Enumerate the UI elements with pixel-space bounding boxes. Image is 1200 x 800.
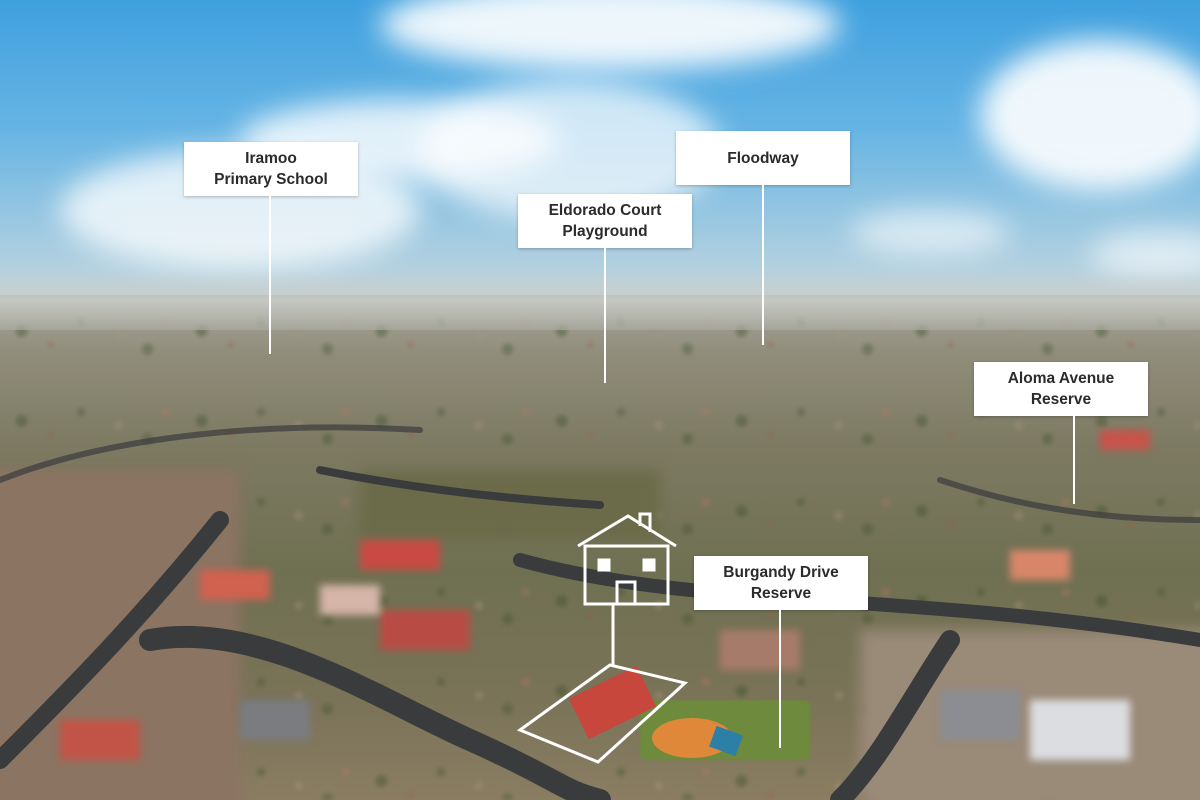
road-diagonal-foreground xyxy=(139,625,611,800)
roof xyxy=(1100,430,1150,450)
roof xyxy=(380,610,470,650)
roof xyxy=(60,720,140,760)
pin-burgandy xyxy=(779,610,781,748)
cloud xyxy=(380,0,840,70)
cloud xyxy=(850,210,1010,255)
horizon-haze xyxy=(0,270,1200,330)
roof xyxy=(720,630,800,670)
pin-aloma xyxy=(1073,416,1075,504)
pin-floodway xyxy=(762,185,764,345)
roof xyxy=(320,585,380,615)
cloud xyxy=(980,40,1200,190)
label-iramoo-primary-school: Iramoo Primary School xyxy=(184,142,358,196)
label-eldorado-court-playground: Eldorado Court Playground xyxy=(518,194,692,248)
roof xyxy=(940,690,1020,740)
property-boundary-outline xyxy=(516,663,689,764)
road-mid xyxy=(316,466,604,509)
roof xyxy=(1010,550,1070,580)
roof xyxy=(240,700,310,740)
house-icon xyxy=(577,512,677,606)
label-burgandy-drive-reserve: Burgandy Drive Reserve xyxy=(694,556,868,610)
road-right-vertical xyxy=(830,630,960,800)
label-floodway: Floodway xyxy=(676,131,850,185)
road-far xyxy=(0,424,423,483)
roof xyxy=(360,540,440,570)
road-far-right xyxy=(937,477,1200,523)
roof xyxy=(1030,700,1130,760)
road-left xyxy=(0,511,229,769)
roof xyxy=(200,570,270,600)
pin-iramoo xyxy=(269,196,271,354)
pin-eldorado xyxy=(604,248,606,383)
label-aloma-avenue-reserve: Aloma Avenue Reserve xyxy=(974,362,1148,416)
